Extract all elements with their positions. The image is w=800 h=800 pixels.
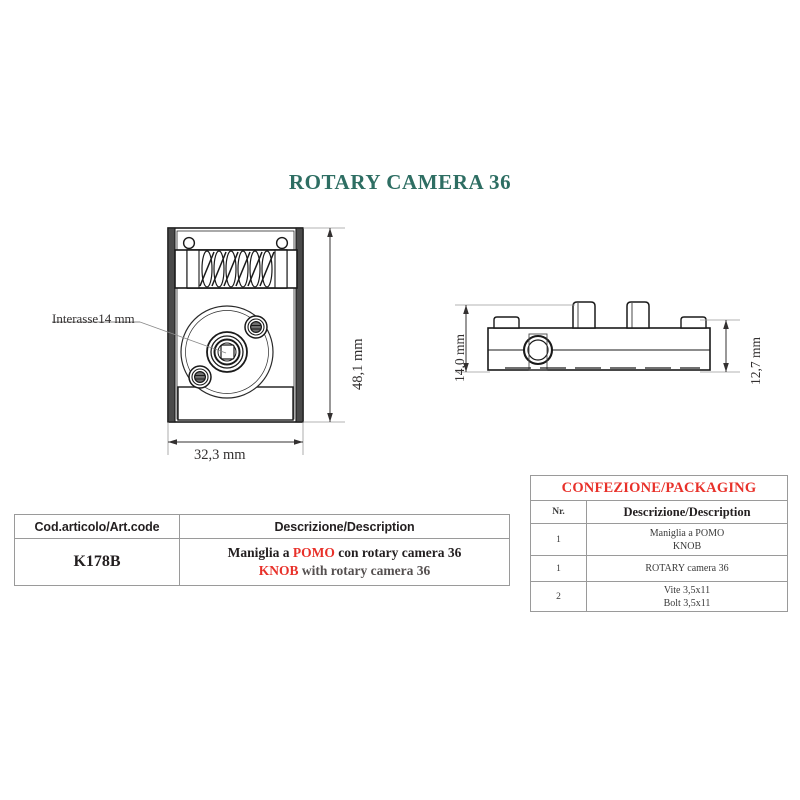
side-view-dimensions [455,304,740,373]
packaging-table: CONFEZIONE/PACKAGING Nr. Descrizione/Des… [530,475,788,612]
header-quantity: Nr. [530,500,587,524]
desc-en-post: with rotary camera 36 [298,563,431,578]
spring-coil [199,250,275,288]
table-header-row: Cod.articolo/Art.code Descrizione/Descri… [14,514,510,539]
screw-lower-left [188,365,212,389]
header-packaging-description: Descrizione/Description [586,500,788,524]
desc-it-pre: Maniglia a [227,544,293,560]
cell-packaging-description: Vite 3,5x11 Bolt 3,5x11 [586,581,788,612]
cell-packaging-description: ROTARY camera 36 [586,555,788,582]
packaging-desc-it: ROTARY camera 36 [645,563,729,574]
dimension-width-label: 32,3 mm [194,447,246,463]
cell-packaging-description: Maniglia a POMO KNOB [586,523,788,556]
front-view-dimensions [167,227,345,455]
screw-upper-right [244,315,268,339]
cell-quantity: 2 [530,581,587,612]
packaging-row: 1 ROTARY camera 36 [530,555,788,582]
dimension-side-right-label: 12,7 mm [748,336,763,385]
packaging-title: CONFEZIONE/PACKAGING [530,475,788,501]
page-title: ROTARY CAMERA 36 [288,170,512,194]
desc-it-highlight: POMO [292,544,335,560]
article-table: Cod.articolo/Art.code Descrizione/Descri… [14,514,510,586]
cell-article-code: K178B [14,538,180,586]
table-row: K178B Maniglia a POMO con rotary camera … [14,538,510,586]
packaging-desc-en: KNOB [672,540,702,552]
leader-line-interasse [139,321,227,354]
packaging-row: 1 Maniglia a POMO KNOB [530,523,788,556]
desc-it-post: con rotary camera 36 [334,544,462,560]
packaging-desc-en: Bolt 3,5x11 [663,597,711,609]
description-english: KNOB with rotary camera 36 [180,562,509,580]
header-article-code: Cod.articolo/Art.code [14,514,180,539]
packaging-title-row: CONFEZIONE/PACKAGING [530,475,788,501]
leader-label-interasse: Interasse14 mm [52,311,135,326]
dimension-height-label: 48,1 mm [350,338,366,390]
packaging-desc-it: Maniglia a POMO [649,527,725,539]
description-italian: Maniglia a POMO con rotary camera 36 [180,544,509,562]
header-description: Descrizione/Description [179,514,510,539]
cell-quantity: 1 [530,523,587,556]
side-view-geometry [487,301,711,371]
cell-quantity: 1 [530,555,587,582]
cell-description: Maniglia a POMO con rotary camera 36 KNO… [179,538,510,586]
rotary-mechanism [180,305,274,399]
packaging-desc-it: Vite 3,5x11 [663,584,711,596]
desc-en-highlight: KNOB [258,563,299,578]
packaging-header-row: Nr. Descrizione/Description [530,500,788,524]
packaging-row: 2 Vite 3,5x11 Bolt 3,5x11 [530,581,788,612]
dimension-side-left-label: 14,0 mm [452,333,467,382]
